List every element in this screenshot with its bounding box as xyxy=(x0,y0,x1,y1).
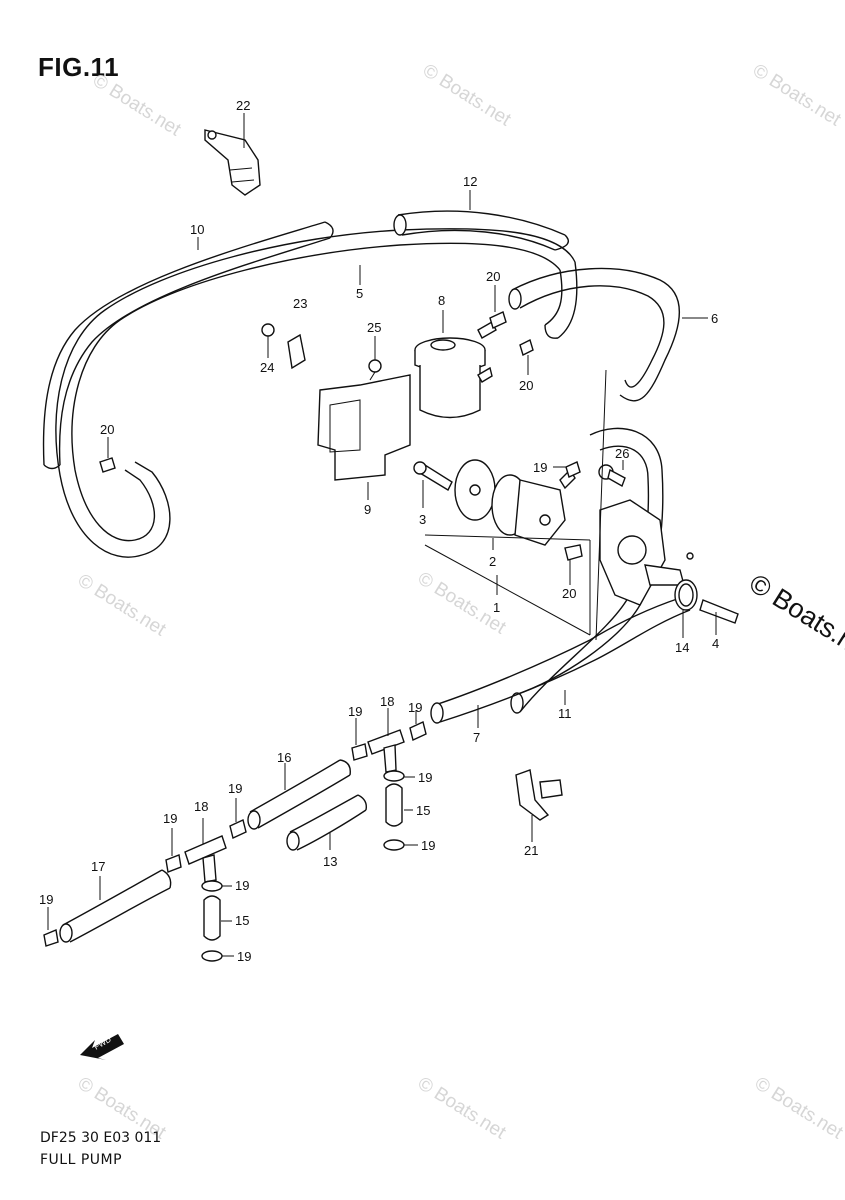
clamp-19-b xyxy=(351,718,368,761)
callout: 19 xyxy=(348,704,362,719)
clamp-20-top xyxy=(489,285,507,329)
hose-17 xyxy=(59,869,172,943)
callout: 18 xyxy=(380,694,394,709)
hose-6 xyxy=(508,267,708,402)
fuel-pump-1 xyxy=(413,459,591,636)
callout: 19 xyxy=(408,700,422,715)
clamp-20-right xyxy=(519,339,534,375)
callout: 12 xyxy=(463,174,477,189)
callout: 2 xyxy=(489,554,496,569)
hose-13 xyxy=(286,794,368,851)
hose-15-lower xyxy=(203,895,232,941)
callout: 19 xyxy=(228,781,242,796)
callout: 5 xyxy=(356,286,363,301)
callout: 20 xyxy=(562,586,576,601)
callout: 18 xyxy=(194,799,208,814)
fwd-arrow-icon: FWD xyxy=(80,1034,124,1060)
clip-21 xyxy=(515,769,563,842)
callout: 23 xyxy=(293,296,307,311)
t-joint-18-upper xyxy=(367,708,405,773)
clamp-20-left xyxy=(99,437,116,473)
callout: 14 xyxy=(675,640,689,655)
hose-7 xyxy=(430,597,691,728)
callout: 11 xyxy=(558,706,572,721)
callout: 19 xyxy=(237,949,251,964)
hose-5 xyxy=(55,228,578,558)
callout: 8 xyxy=(438,293,445,308)
hose-15-upper xyxy=(385,783,413,827)
callout: 21 xyxy=(524,843,538,858)
callout: 20 xyxy=(100,422,114,437)
figure-code: DF25 30 E03 011 xyxy=(40,1130,162,1146)
callout: 22 xyxy=(236,98,250,113)
callout: 15 xyxy=(416,803,430,818)
callout-labels: 22 12 10 5 23 8 20 6 25 24 20 20 19 26 9… xyxy=(39,98,719,964)
callout: 6 xyxy=(711,311,718,326)
callout: 20 xyxy=(519,378,533,393)
callout: 26 xyxy=(615,446,629,461)
callout: 20 xyxy=(486,269,500,284)
figure-title: FIG.11 xyxy=(38,52,120,82)
fuel-filter-8 xyxy=(414,310,497,419)
callout: 4 xyxy=(712,636,719,651)
callout: 13 xyxy=(323,854,337,869)
clamp-19-c xyxy=(383,770,415,782)
pin-4 xyxy=(699,599,739,635)
callout: 10 xyxy=(190,222,204,237)
callout: 19 xyxy=(418,770,432,785)
clamp-22 xyxy=(204,113,261,196)
clamp-19-pump xyxy=(553,461,581,478)
callout: 3 xyxy=(419,512,426,527)
callout: 19 xyxy=(235,878,249,893)
callout: 15 xyxy=(235,913,249,928)
callout: 19 xyxy=(533,460,547,475)
hose-16 xyxy=(247,759,351,830)
pump-body xyxy=(595,369,694,641)
hose-10 xyxy=(42,221,334,470)
clamp-19-g xyxy=(201,880,232,892)
figure-caption: FULL PUMP xyxy=(40,1152,123,1168)
callout: 24 xyxy=(260,360,274,375)
callout: 7 xyxy=(473,730,480,745)
t-joint-18-lower xyxy=(184,818,227,883)
bracket-9 xyxy=(317,374,411,500)
clamp-19-d xyxy=(383,839,418,851)
callout: 17 xyxy=(91,859,105,874)
clamp-20-pump xyxy=(564,544,583,585)
callout: 19 xyxy=(163,811,177,826)
callout: 19 xyxy=(421,838,435,853)
clamp-19-h xyxy=(201,950,234,962)
parts-23-24 xyxy=(261,323,306,370)
callout: 25 xyxy=(367,320,381,335)
hose-12 xyxy=(393,190,569,251)
o-ring-14 xyxy=(674,579,698,638)
screw-25 xyxy=(368,336,382,381)
clamp-19-i xyxy=(43,907,59,947)
clamp-19-e xyxy=(229,798,247,839)
callout: 19 xyxy=(39,892,53,907)
clamp-19-f xyxy=(165,828,182,873)
callout: 1 xyxy=(493,600,500,615)
clamp-19-a xyxy=(409,710,427,741)
callout: 16 xyxy=(277,750,291,765)
callout: 9 xyxy=(364,502,371,517)
